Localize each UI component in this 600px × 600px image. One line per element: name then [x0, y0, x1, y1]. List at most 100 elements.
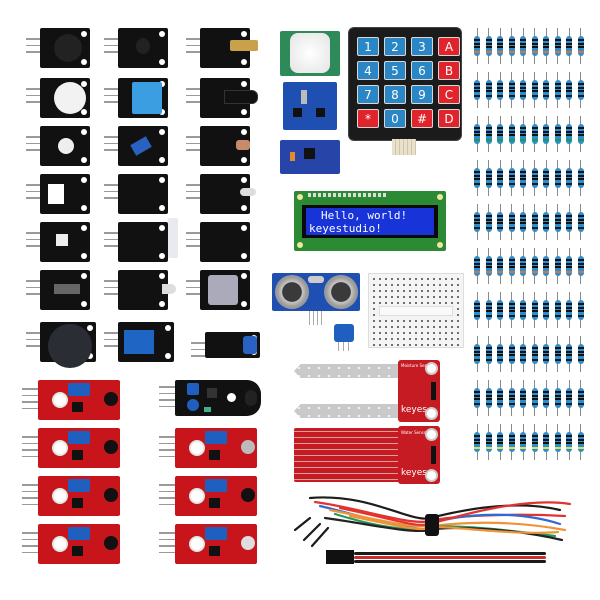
- wire-black-2: [354, 560, 546, 563]
- photo-interrupter-component: [48, 184, 64, 204]
- resistor: [497, 72, 503, 108]
- key-C[interactable]: C: [438, 85, 460, 104]
- jumper-wire-bundle: [293, 496, 572, 548]
- key-D[interactable]: D: [438, 109, 460, 128]
- imu-chip: [304, 148, 315, 159]
- water-level-sensor: Water Sensor keyes: [294, 426, 440, 484]
- mount-hole: [189, 488, 205, 504]
- resistor: [566, 116, 572, 152]
- resistor: [508, 204, 515, 240]
- resistor: [543, 424, 549, 460]
- dupont-connector: [326, 550, 354, 564]
- header-pins: [186, 88, 200, 108]
- ir-receiver-module: [200, 78, 258, 118]
- mount-hole: [159, 129, 165, 135]
- mount-hole: [81, 157, 87, 163]
- mount-hole: [241, 205, 247, 211]
- dht11-temp-humidity-module: [118, 78, 168, 118]
- smd-rgb-led-module: [40, 222, 90, 262]
- comparator-chip: [209, 450, 220, 460]
- key-A[interactable]: A: [438, 37, 460, 56]
- flame-led-component: [162, 284, 176, 294]
- key-5[interactable]: 5: [384, 61, 406, 80]
- header-pins: [104, 38, 118, 58]
- resistor: [520, 72, 526, 108]
- header-pins: [186, 38, 200, 58]
- mount-hole: [159, 31, 165, 37]
- water-header: [431, 446, 436, 464]
- digital-hall-sensor-element: [104, 536, 118, 550]
- header-pins: [26, 38, 40, 58]
- key-9[interactable]: 9: [411, 85, 433, 104]
- pir-dome: [290, 33, 330, 73]
- resistor: [485, 72, 492, 108]
- mount-hole: [159, 59, 165, 65]
- mount-hole: [81, 177, 87, 183]
- lcd-bezel: Hello, world! keyestudio!: [302, 205, 438, 238]
- mount-hole: [189, 536, 205, 552]
- resistor: [474, 336, 480, 372]
- resistor: [543, 292, 549, 328]
- mini-breadboard: [368, 273, 464, 348]
- resistor: [508, 116, 515, 152]
- mount-hole: [437, 242, 443, 248]
- key-1[interactable]: 1: [357, 37, 379, 56]
- key-*[interactable]: *: [357, 109, 379, 128]
- potentiometer: [205, 527, 227, 540]
- key-8[interactable]: 8: [384, 85, 406, 104]
- photoresistor-component: [236, 140, 250, 150]
- resistor: [497, 336, 503, 372]
- key-4[interactable]: 4: [357, 61, 379, 80]
- mount-hole: [159, 81, 165, 87]
- header-pins: [104, 280, 118, 300]
- comparator-chip: [72, 450, 83, 460]
- key-#[interactable]: #: [411, 109, 433, 128]
- mount-hole: [81, 301, 87, 307]
- rotary-encoder-component: [208, 275, 238, 305]
- resistor: [554, 160, 561, 196]
- key-7[interactable]: 7: [357, 85, 379, 104]
- wire-red: [354, 556, 546, 559]
- resistor: [497, 116, 503, 152]
- key-2[interactable]: 2: [384, 37, 406, 56]
- joystick-module: [40, 322, 96, 368]
- ic-chip: [207, 388, 217, 398]
- resistor: [508, 380, 515, 416]
- resistor: [577, 380, 584, 416]
- two-color-led-component: [240, 188, 256, 196]
- header-pins: [104, 184, 118, 204]
- lcd-line-1: Hello, world!: [321, 209, 408, 222]
- sound-sensor-module: [38, 428, 120, 468]
- flame-sensor-module: [175, 476, 257, 516]
- resistor: [531, 292, 538, 328]
- resistor: [577, 292, 584, 328]
- mount-hole: [52, 536, 68, 552]
- key-6[interactable]: 6: [411, 61, 433, 80]
- soil-header: [431, 382, 436, 400]
- resistor: [520, 160, 526, 196]
- header-pins: [159, 386, 175, 412]
- magic-cup-component: [168, 218, 178, 258]
- header-pins: [26, 88, 40, 108]
- header-pins: [186, 280, 200, 300]
- resistor: [474, 424, 480, 460]
- header-pins: [186, 136, 200, 156]
- mount-hole: [81, 253, 87, 259]
- resistor: [520, 424, 526, 460]
- resistor: [474, 204, 480, 240]
- resistor: [531, 28, 538, 64]
- pot-2: [187, 399, 199, 411]
- hall-sensor-module: [118, 174, 168, 214]
- header-pins: [104, 332, 118, 352]
- resistor: [474, 28, 480, 64]
- resistor: [554, 248, 561, 284]
- key-B[interactable]: B: [438, 61, 460, 80]
- rtc-module: [283, 82, 337, 130]
- key-0[interactable]: 0: [384, 109, 406, 128]
- resistor: [520, 204, 526, 240]
- water-pcb: Water Sensor keyes: [398, 426, 440, 484]
- soil-probe-top: [294, 364, 404, 378]
- reed-switch-component: [54, 284, 80, 294]
- key-3[interactable]: 3: [411, 37, 433, 56]
